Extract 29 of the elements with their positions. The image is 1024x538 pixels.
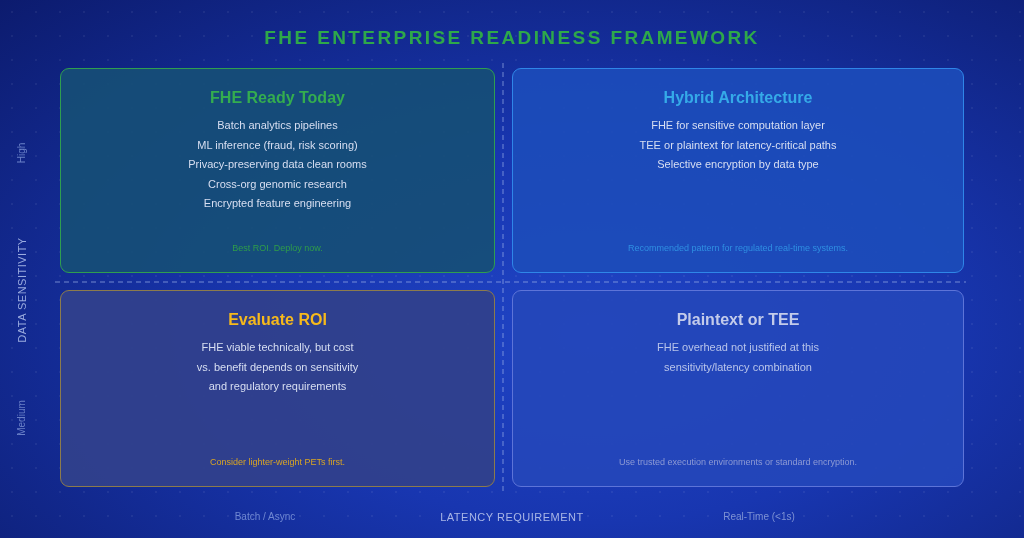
axis-tick-label: Medium (15, 400, 28, 436)
recommendation-note: Recommended pattern for regulated real-time systems. (627, 242, 849, 254)
quadrant-card (60, 68, 495, 273)
axis-tick-label: Batch / Async (234, 510, 296, 524)
recommendation-note: Best ROI. Deploy now. (232, 242, 323, 254)
quadrant-card (60, 290, 495, 487)
use-case-text: Privacy-preserving data clean rooms (188, 157, 367, 172)
use-case-text: Cross-org genomic research (208, 176, 347, 192)
axis-title: LATENCY REQUIREMENT (440, 510, 584, 524)
quadrant-card (512, 68, 964, 273)
recommendation-note: Consider lighter-weight PETs first. (209, 456, 346, 468)
axis-tick-label: High (15, 142, 28, 164)
quadrant-card (512, 290, 964, 487)
quadrant-heading: Hybrid Architecture (663, 88, 813, 108)
description-text: FHE viable technically, but cost vs. benefit depends on sensitivity and regulatory requirements (195, 340, 360, 394)
axis-title: DATA SENSITIVITY (15, 237, 29, 343)
quadrant-heading: FHE Ready Today (210, 88, 345, 108)
use-case-text: FHE for sensitive computation layer (651, 118, 825, 133)
use-case-text: Selective encryption by data type (657, 157, 819, 172)
use-case-text: TEE or plaintext for latency-critical paths (639, 137, 837, 153)
use-case-text: Encrypted feature engineering (203, 196, 352, 211)
use-case-text: Batch analytics pipelines (217, 118, 338, 133)
quadrant-heading: Evaluate ROI (228, 310, 327, 330)
quadrant-heading: Plaintext or TEE (676, 310, 800, 330)
description-text: FHE overhead not justified at this sensitivity/latency combination (656, 340, 820, 375)
diagram-title: FHE ENTERPRISE READINESS FRAMEWORK (264, 27, 760, 49)
use-case-text: ML inference (fraud, risk scoring) (197, 137, 358, 153)
axis-tick-label: Real-Time (<1s) (723, 510, 795, 524)
recommendation-note: Use trusted execution environments or standard encryption. (618, 456, 858, 468)
